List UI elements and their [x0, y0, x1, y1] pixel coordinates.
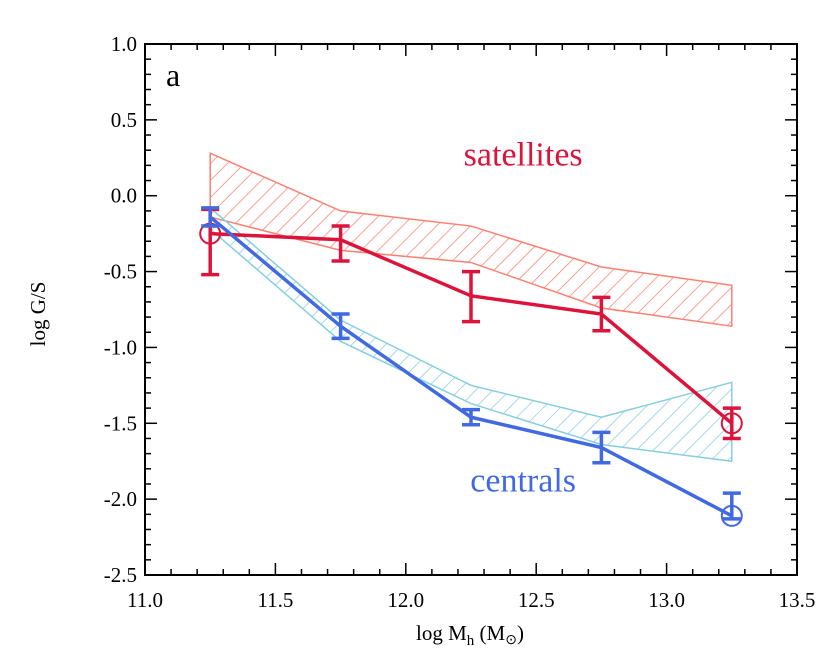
- error-bar: [462, 269, 480, 324]
- plot-frame: [144, 43, 798, 576]
- x-tick-label: 12.0: [387, 588, 424, 612]
- x-tick-label: 13.0: [648, 588, 685, 612]
- y-tick-label: -1.0: [104, 335, 137, 359]
- y-tick-label: 1.0: [111, 32, 137, 56]
- tick-labels-layer: 11.0 11.5 12.0 12.5 13.0 13.5 1.0 0.5 0.0 -0.5 -1.…: [104, 32, 816, 612]
- y-tick-label: -0.5: [104, 260, 137, 284]
- shaded-band-1: [209, 206, 733, 463]
- x-axis-label: log Mh (M⊙): [416, 621, 524, 649]
- y-axis-label: log G/S: [26, 282, 50, 347]
- x-tick-label: 11.5: [257, 588, 293, 612]
- y-tick-label: -2.0: [104, 487, 137, 511]
- sun-symbol: ⊙: [505, 633, 517, 648]
- panel-label: a: [166, 57, 180, 93]
- x-axis-label-unit-close: ): [517, 621, 524, 645]
- x-axis-label-main: log M: [416, 621, 467, 645]
- x-tick-label: 11.0: [127, 588, 163, 612]
- annotation-centrals: centrals: [470, 463, 576, 500]
- y-tick-label: -1.5: [104, 411, 137, 435]
- series-layer: [199, 206, 743, 527]
- error-bar: [331, 224, 350, 263]
- y-tick-label: 0.5: [111, 108, 137, 132]
- data-point-marker: [720, 504, 743, 527]
- error-bar: [592, 430, 611, 465]
- annotations-layer: satellites centrals: [464, 136, 583, 499]
- ticks-layer: [144, 43, 798, 576]
- x-tick-label: 12.5: [518, 588, 555, 612]
- error-bar: [201, 206, 220, 228]
- y-tick-label: 0.0: [111, 184, 137, 208]
- error-bar: [592, 295, 611, 333]
- x-axis-label-subscript: h: [467, 633, 475, 649]
- error-bar: [462, 407, 480, 427]
- error-bar: [331, 312, 350, 341]
- x-axis-label-unit-open: (M: [474, 621, 505, 645]
- y-tick-label: -2.5: [104, 563, 137, 587]
- x-tick-label: 13.5: [779, 588, 816, 612]
- annotation-satellites: satellites: [464, 136, 583, 173]
- data-point-marker: [720, 412, 743, 435]
